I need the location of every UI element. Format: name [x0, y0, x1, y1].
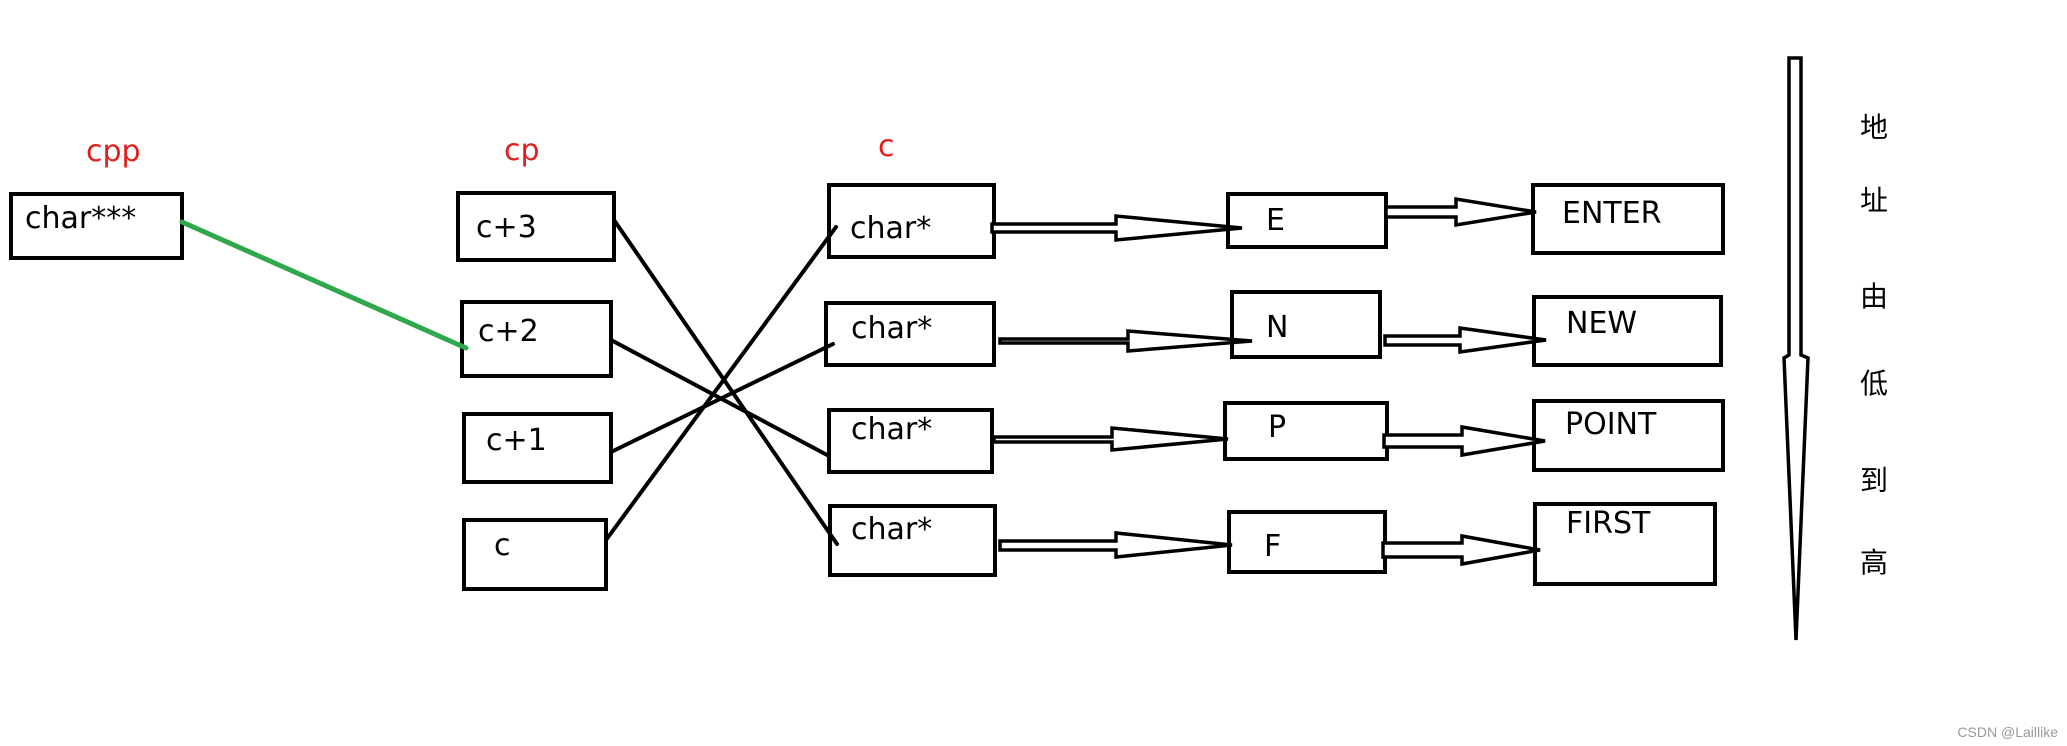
cp-box-3: c [462, 518, 608, 591]
arrow-c-0-to-letter-0 [990, 214, 1243, 242]
cp-box-1-text: c+2 [478, 314, 539, 349]
word-box-1-text: NEW [1566, 306, 1637, 341]
address-note-char-4: 到 [1860, 464, 1888, 497]
cpp-box-text: char*** [25, 201, 136, 236]
label-cp: cp [504, 133, 540, 168]
letter-box-1: N [1230, 290, 1382, 359]
arrow-letter-0-to-word-0 [1384, 196, 1537, 228]
address-note-char-0: 地 [1860, 111, 1888, 144]
label-cpp: cpp [86, 134, 141, 169]
word-box-0-text: ENTER [1562, 196, 1662, 231]
arrow-letter-3-to-word-3 [1381, 533, 1541, 567]
arrow-c-1-to-letter-1 [998, 329, 1253, 353]
arrow-down-icon [1782, 56, 1810, 641]
address-note-char-1: 址 [1860, 184, 1888, 217]
cp-box-0-text: c+3 [476, 210, 537, 245]
letter-box-0: E [1226, 192, 1388, 249]
c-box-0: char* [827, 183, 996, 259]
arrow-c-3-to-letter-3 [998, 531, 1233, 559]
letter-box-0-text: E [1266, 203, 1285, 238]
arrow-letter-2-to-word-2 [1382, 424, 1546, 458]
link-cp-0-to-c-3 [612, 218, 839, 546]
cp-box-2-text: c+1 [486, 423, 547, 458]
word-box-2-text: POINT [1565, 407, 1657, 442]
letter-box-2-text: P [1268, 410, 1286, 445]
c-box-1-text: char* [851, 311, 932, 346]
c-box-3: char* [828, 504, 997, 577]
link-cp-3-to-c-0 [604, 225, 838, 542]
c-box-3-text: char* [851, 512, 932, 547]
letter-box-2: P [1223, 401, 1389, 461]
address-note-char-5: 高 [1860, 546, 1888, 579]
link-cpp-to-cp-2 [179, 219, 469, 351]
address-note-char-3: 低 [1860, 367, 1888, 400]
c-box-1: char* [824, 301, 996, 367]
word-box-3: FIRST [1533, 502, 1717, 586]
word-box-3-text: FIRST [1566, 506, 1651, 541]
c-box-2-text: char* [851, 412, 932, 447]
word-box-1: NEW [1532, 295, 1723, 367]
label-c: c [878, 129, 895, 164]
c-box-2: char* [827, 408, 994, 474]
cp-box-0: c+3 [456, 191, 616, 262]
arrow-c-2-to-letter-2 [992, 426, 1229, 452]
word-box-2: POINT [1532, 399, 1725, 472]
letter-box-3: F [1227, 510, 1387, 574]
cp-box-1: c+2 [460, 300, 613, 378]
address-note-char-2: 由 [1860, 280, 1888, 313]
letter-box-1-text: N [1266, 310, 1288, 345]
cpp-box: char*** [9, 192, 184, 260]
letter-box-3-text: F [1264, 529, 1281, 564]
word-box-0: ENTER [1531, 183, 1725, 255]
watermark: CSDN @Laillike [1957, 724, 2058, 740]
link-cp-2-to-c-1 [609, 342, 835, 454]
cp-box-2: c+1 [462, 412, 613, 484]
cp-box-3-text: c [494, 528, 511, 563]
c-box-0-text: char* [850, 211, 931, 246]
arrow-letter-1-to-word-1 [1383, 325, 1547, 355]
